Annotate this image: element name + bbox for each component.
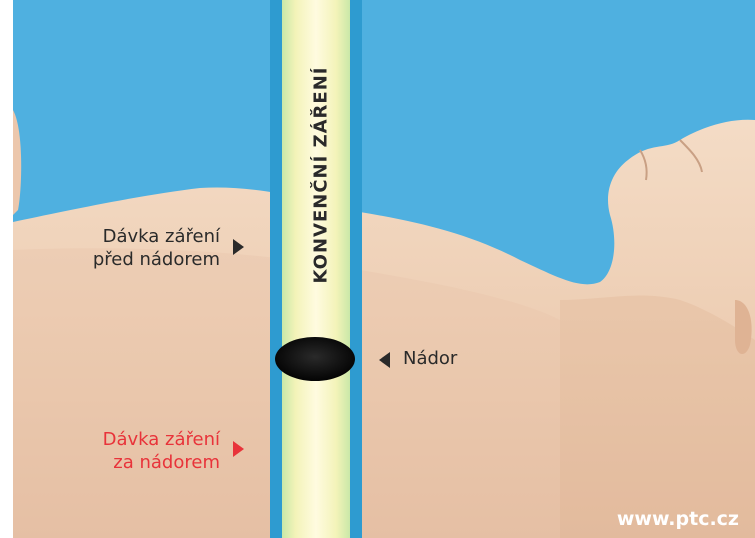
neck-shading <box>560 296 755 538</box>
dose-after-line1: Dávka záření <box>103 428 220 451</box>
dose-after-label: Dávka záření za nádorem <box>103 428 220 474</box>
tumor-mass <box>275 337 355 381</box>
dose-before-line2: před nádorem <box>93 248 220 271</box>
dose-after-line2: za nádorem <box>103 451 220 474</box>
dose-before-line1: Dávka záření <box>93 225 220 248</box>
left-frame-strip <box>0 0 13 538</box>
watermark: www.ptc.cz <box>617 508 739 530</box>
beam-label-text: KONVENČNÍ ZÁŘENÍ <box>311 67 332 284</box>
tumor-label: Nádor <box>403 347 457 370</box>
beam-label: KONVENČNÍ ZÁŘENÍ <box>306 40 336 310</box>
dose-before-label: Dávka záření před nádorem <box>93 225 220 271</box>
